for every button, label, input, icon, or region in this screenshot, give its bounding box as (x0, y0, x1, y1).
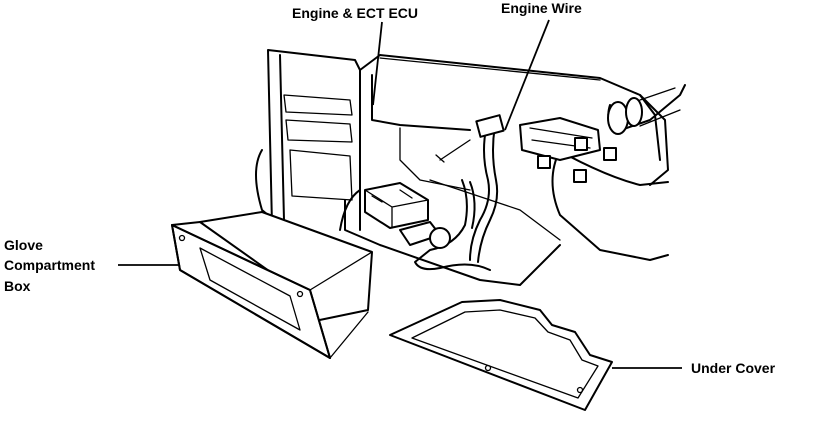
leader-engine-wire (504, 19, 550, 131)
label-glove-line1: Glove (4, 237, 43, 253)
label-glove-line3: Box (4, 278, 31, 294)
under-cover (389, 299, 613, 411)
label-under-cover: Under Cover (691, 360, 776, 376)
label-engine-wire: Engine Wire (501, 0, 582, 16)
label-glove-line2: Compartment (4, 257, 96, 273)
dash-left-panel (255, 49, 361, 231)
glove-compartment-box (171, 211, 373, 359)
dash-lower (344, 179, 561, 286)
label-engine-ect-ecu: Engine & ECT ECU (292, 5, 419, 21)
engine-wire-harness (339, 114, 617, 271)
leader-lines (118, 19, 682, 369)
ecu-unit (364, 182, 441, 246)
leader-ecu (372, 21, 383, 106)
steering-column (607, 84, 686, 135)
